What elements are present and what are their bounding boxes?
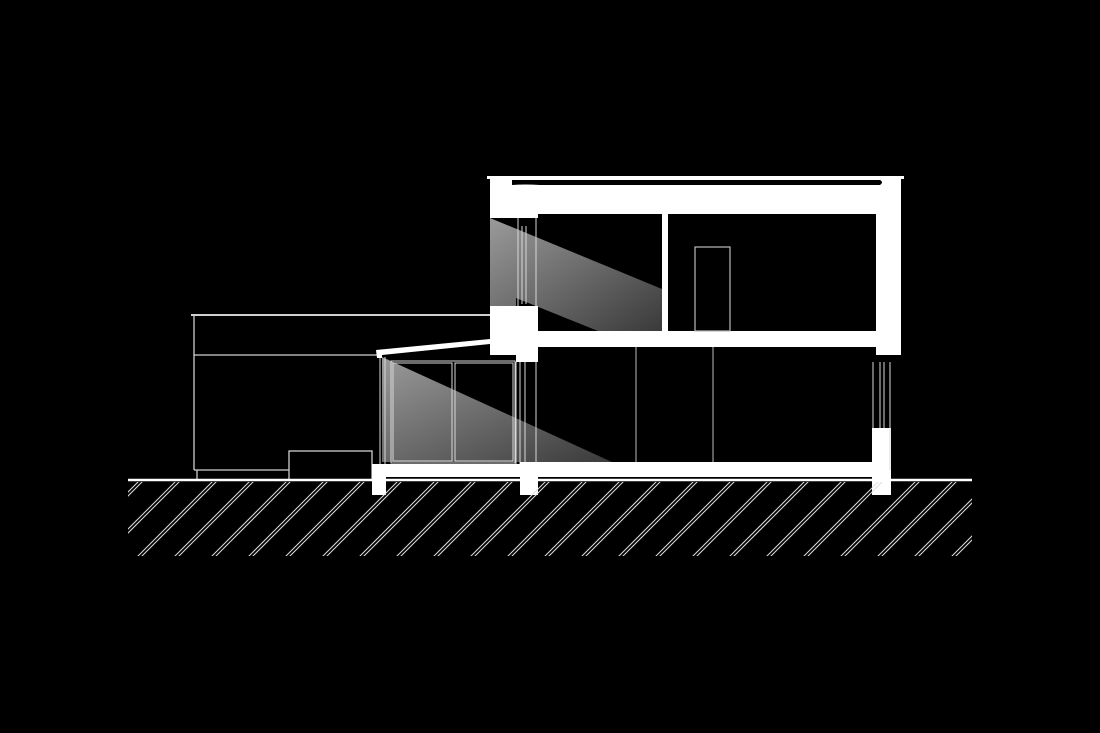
hatch-line [733,482,809,556]
hatch-line [807,482,883,556]
hatch-line [437,482,513,556]
hatch-line [128,482,180,534]
light-beam-upper [490,218,662,331]
hatch-line [474,482,550,556]
hatch-line [359,482,435,556]
hatch-line [955,539,972,556]
hatch-line [622,482,698,556]
hatch-line [137,482,213,556]
soil-hatching [128,480,1100,560]
door-outline [694,246,731,332]
upper-window [517,218,537,306]
hatch-line [396,482,472,556]
hatch-line [951,535,972,556]
hatch-line [252,482,328,556]
hatch-line [692,482,768,556]
hatch-line [877,482,953,556]
hatch-line [618,482,694,556]
hatch-line [581,482,657,556]
hatch-line [844,482,920,556]
hatch-line [918,502,972,556]
hatch-line [803,482,879,556]
hatch-line [433,482,509,556]
hatch-line [141,482,217,556]
hatch-line [1059,480,1100,560]
hatch-line [400,482,476,556]
rear-window [872,362,891,470]
hatch-line [1026,480,1100,560]
hatch-line [659,482,735,556]
hatch-line [696,482,772,556]
hatch-line [128,482,139,493]
hatch-line [729,482,805,556]
hatch-line [766,482,842,556]
hatch-line [840,482,916,556]
hatch-line [985,480,1065,560]
hatch-line [585,482,661,556]
hatch-line [548,482,624,556]
light-beam-lower [382,357,612,462]
hatch-line [770,482,846,556]
hatch-line [470,482,546,556]
hatch-line [248,482,324,556]
hatch-line [128,482,143,497]
hatch-line [128,482,176,530]
hatch-line [544,482,620,556]
hatch-line [914,498,972,556]
hatch-line [326,482,402,556]
hatch-line [989,480,1069,560]
hatch-line [285,482,361,556]
hatch-line [174,482,250,556]
hatch-line [511,482,587,556]
hatch-line [289,482,365,556]
hatch-line [215,482,291,556]
hatch-line [507,482,583,556]
hatch-line [363,482,439,556]
conservatory-roof [376,339,490,358]
hatch-line [655,482,731,556]
hatch-line [1022,480,1100,560]
roof-insulation [512,180,882,185]
hatch-line [322,482,398,556]
hatch-line [881,482,957,556]
hatch-line [1063,480,1100,560]
conservatory-glazing [379,355,537,464]
hatch-line [178,482,254,556]
hatch-line [211,482,287,556]
